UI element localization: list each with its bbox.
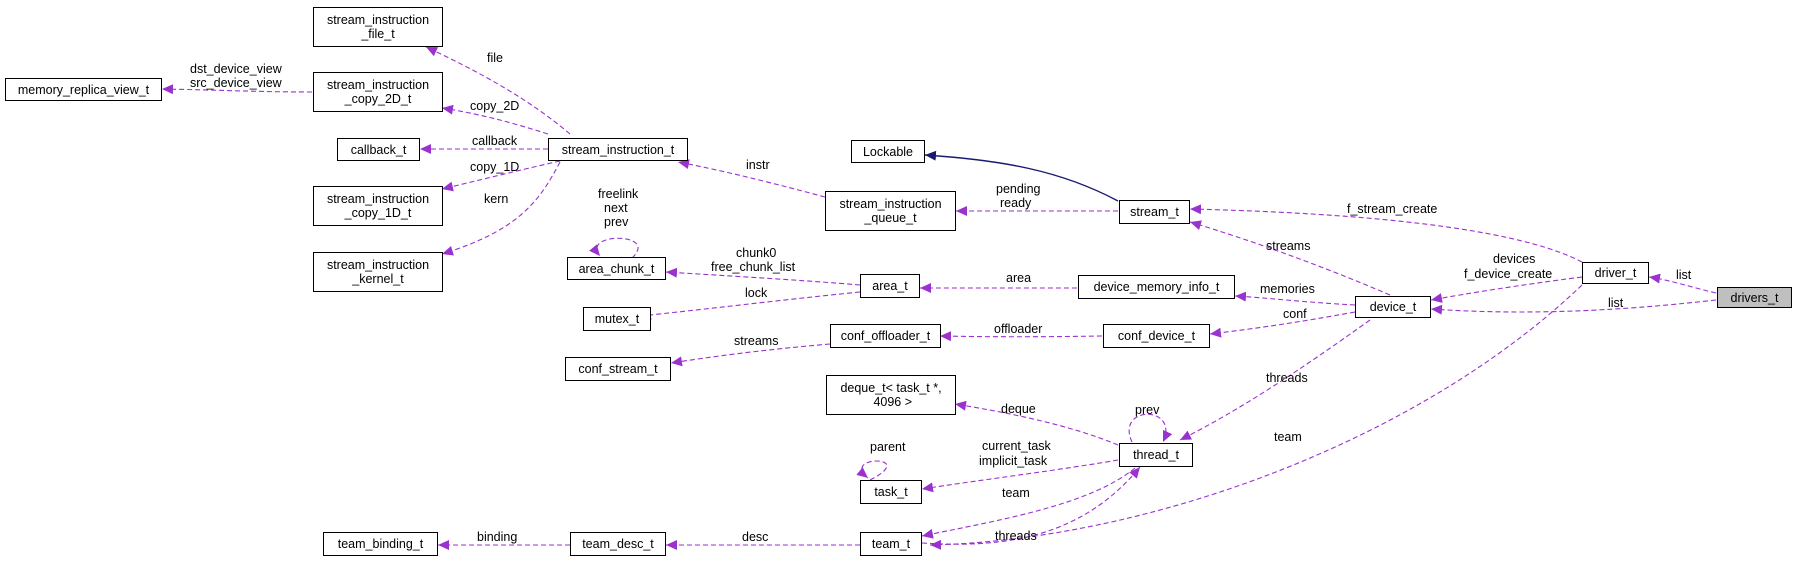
node-mutex-t[interactable]: mutex_t — [583, 307, 651, 331]
edge-label-conf: conf — [1283, 307, 1307, 321]
node-device-t[interactable]: device_t — [1355, 296, 1431, 318]
edge-file — [425, 46, 571, 135]
node-team-t[interactable]: team_t — [860, 532, 922, 556]
node-memory-replica-view-t[interactable]: memory_replica_view_t — [5, 78, 162, 101]
node-device-memory-info-t[interactable]: device_memory_info_t — [1078, 275, 1235, 299]
edge-label-deque: deque — [1001, 402, 1036, 416]
edge-threads-team — [921, 466, 1141, 545]
node-team-desc-t[interactable]: team_desc_t — [570, 532, 666, 556]
edge-label-freelink: freelink — [598, 187, 639, 201]
edge-label-kern: kern — [484, 192, 508, 206]
node-conf-device-t[interactable]: conf_device_t — [1103, 324, 1210, 348]
edge-label-chunk0: chunk0 — [736, 246, 776, 260]
edge-label-parent: parent — [870, 440, 906, 454]
edge-label-implicit-task: implicit_task — [979, 454, 1048, 468]
edge-label-desc: desc — [742, 530, 768, 544]
edge-label-free-chunk-list: free_chunk_list — [711, 260, 796, 274]
edge-label-streams-device: streams — [1266, 239, 1310, 253]
edge-label-lock: lock — [745, 286, 768, 300]
edge-label-memories: memories — [1260, 282, 1315, 296]
edge-label-list-device: list — [1608, 296, 1624, 310]
node-conf-stream-t[interactable]: conf_stream_t — [565, 357, 671, 381]
edge-label-team-thread: team — [1002, 486, 1030, 500]
edge-streams-conf — [670, 343, 831, 367]
edge-label-devices: devices — [1493, 252, 1535, 266]
node-area-t[interactable]: area_t — [860, 274, 920, 298]
edge-label-area: area — [1006, 271, 1031, 285]
edge-memories — [1234, 291, 1356, 306]
node-deque-t[interactable]: deque_t< task_t *, 4096 > — [826, 375, 956, 415]
edge-label-list-driver: list — [1676, 268, 1692, 282]
edge-label-binding: binding — [477, 530, 517, 544]
edge-label-callback: callback — [472, 134, 518, 148]
edge-list-driver — [1648, 273, 1717, 294]
edge-label-prev-thread: prev — [1135, 403, 1160, 417]
edge-copy-1d — [441, 160, 561, 192]
edge-label-file: file — [487, 51, 503, 65]
edge-current-task — [921, 459, 1119, 493]
node-drivers-t[interactable]: drivers_t — [1717, 287, 1792, 308]
edge-devices — [1430, 276, 1583, 303]
edge-deque — [954, 400, 1119, 446]
edge-label-pending: pending — [996, 182, 1041, 196]
edge-label-current-task: current_task — [982, 439, 1052, 453]
node-stream-instruction-file-t[interactable]: stream_instruction _file_t — [313, 7, 443, 47]
edge-label-streams-conf: streams — [734, 334, 778, 348]
edge-label-threads-device: threads — [1266, 371, 1308, 385]
edge-kern — [441, 161, 561, 256]
node-conf-offloader-t[interactable]: conf_offloader_t — [830, 324, 941, 348]
node-driver-t[interactable]: driver_t — [1582, 262, 1649, 284]
edge-label-next: next — [604, 201, 628, 215]
edge-prev-thread — [1128, 413, 1173, 443]
edge-team-thread — [921, 467, 1136, 539]
edge-freelink — [589, 237, 639, 259]
edge-device-view — [161, 84, 313, 95]
edge-label-dst-device-view: dst_device_view — [190, 62, 283, 76]
node-thread-t[interactable]: thread_t — [1119, 443, 1193, 467]
edge-label-f-device-create: f_device_create — [1464, 267, 1552, 281]
edge-conf — [1209, 311, 1356, 338]
edge-label-offloader: offloader — [994, 322, 1042, 336]
edge-label-prev-chunk: prev — [604, 215, 629, 229]
edge-label-threads-team: threads — [995, 529, 1037, 543]
node-stream-instruction-copy-1d-t[interactable]: stream_instruction _copy_1D_t — [313, 186, 443, 226]
edge-list-device — [1430, 299, 1717, 315]
node-stream-t[interactable]: stream_t — [1119, 200, 1190, 224]
node-stream-instruction-kernel-t[interactable]: stream_instruction _kernel_t — [313, 252, 443, 292]
edge-chunk0 — [665, 267, 861, 286]
edge-label-copy-1d: copy_1D — [470, 160, 519, 174]
edge-f-stream-create — [1189, 204, 1583, 263]
edge-label-f-stream-create: f_stream_create — [1347, 202, 1437, 216]
edge-label-copy-2d: copy_2D — [470, 99, 519, 113]
edge-label-instr: instr — [746, 158, 770, 172]
edge-copy-2d — [441, 104, 549, 135]
edge-label-src-device-view: src_device_view — [190, 76, 283, 90]
edge-parent — [856, 460, 888, 481]
node-stream-instruction-copy-2d-t[interactable]: stream_instruction _copy_2D_t — [313, 72, 443, 112]
edge-label-team-driver: team — [1274, 430, 1302, 444]
node-stream-instruction-queue-t[interactable]: stream_instruction _queue_t — [825, 191, 956, 231]
node-stream-instruction-t[interactable]: stream_instruction_t — [548, 138, 688, 161]
edge-inherit-lockable — [924, 150, 1119, 202]
edge-streams-device — [1189, 220, 1391, 296]
node-team-binding-t[interactable]: team_binding_t — [323, 532, 438, 556]
node-task-t[interactable]: task_t — [860, 480, 922, 504]
node-lockable[interactable]: Lockable — [851, 140, 925, 163]
edge-instr — [677, 159, 826, 198]
edge-offloader — [939, 331, 1103, 342]
edge-label-ready: ready — [1000, 196, 1032, 210]
node-callback-t[interactable]: callback_t — [337, 138, 420, 161]
node-area-chunk-t[interactable]: area_chunk_t — [567, 257, 666, 280]
